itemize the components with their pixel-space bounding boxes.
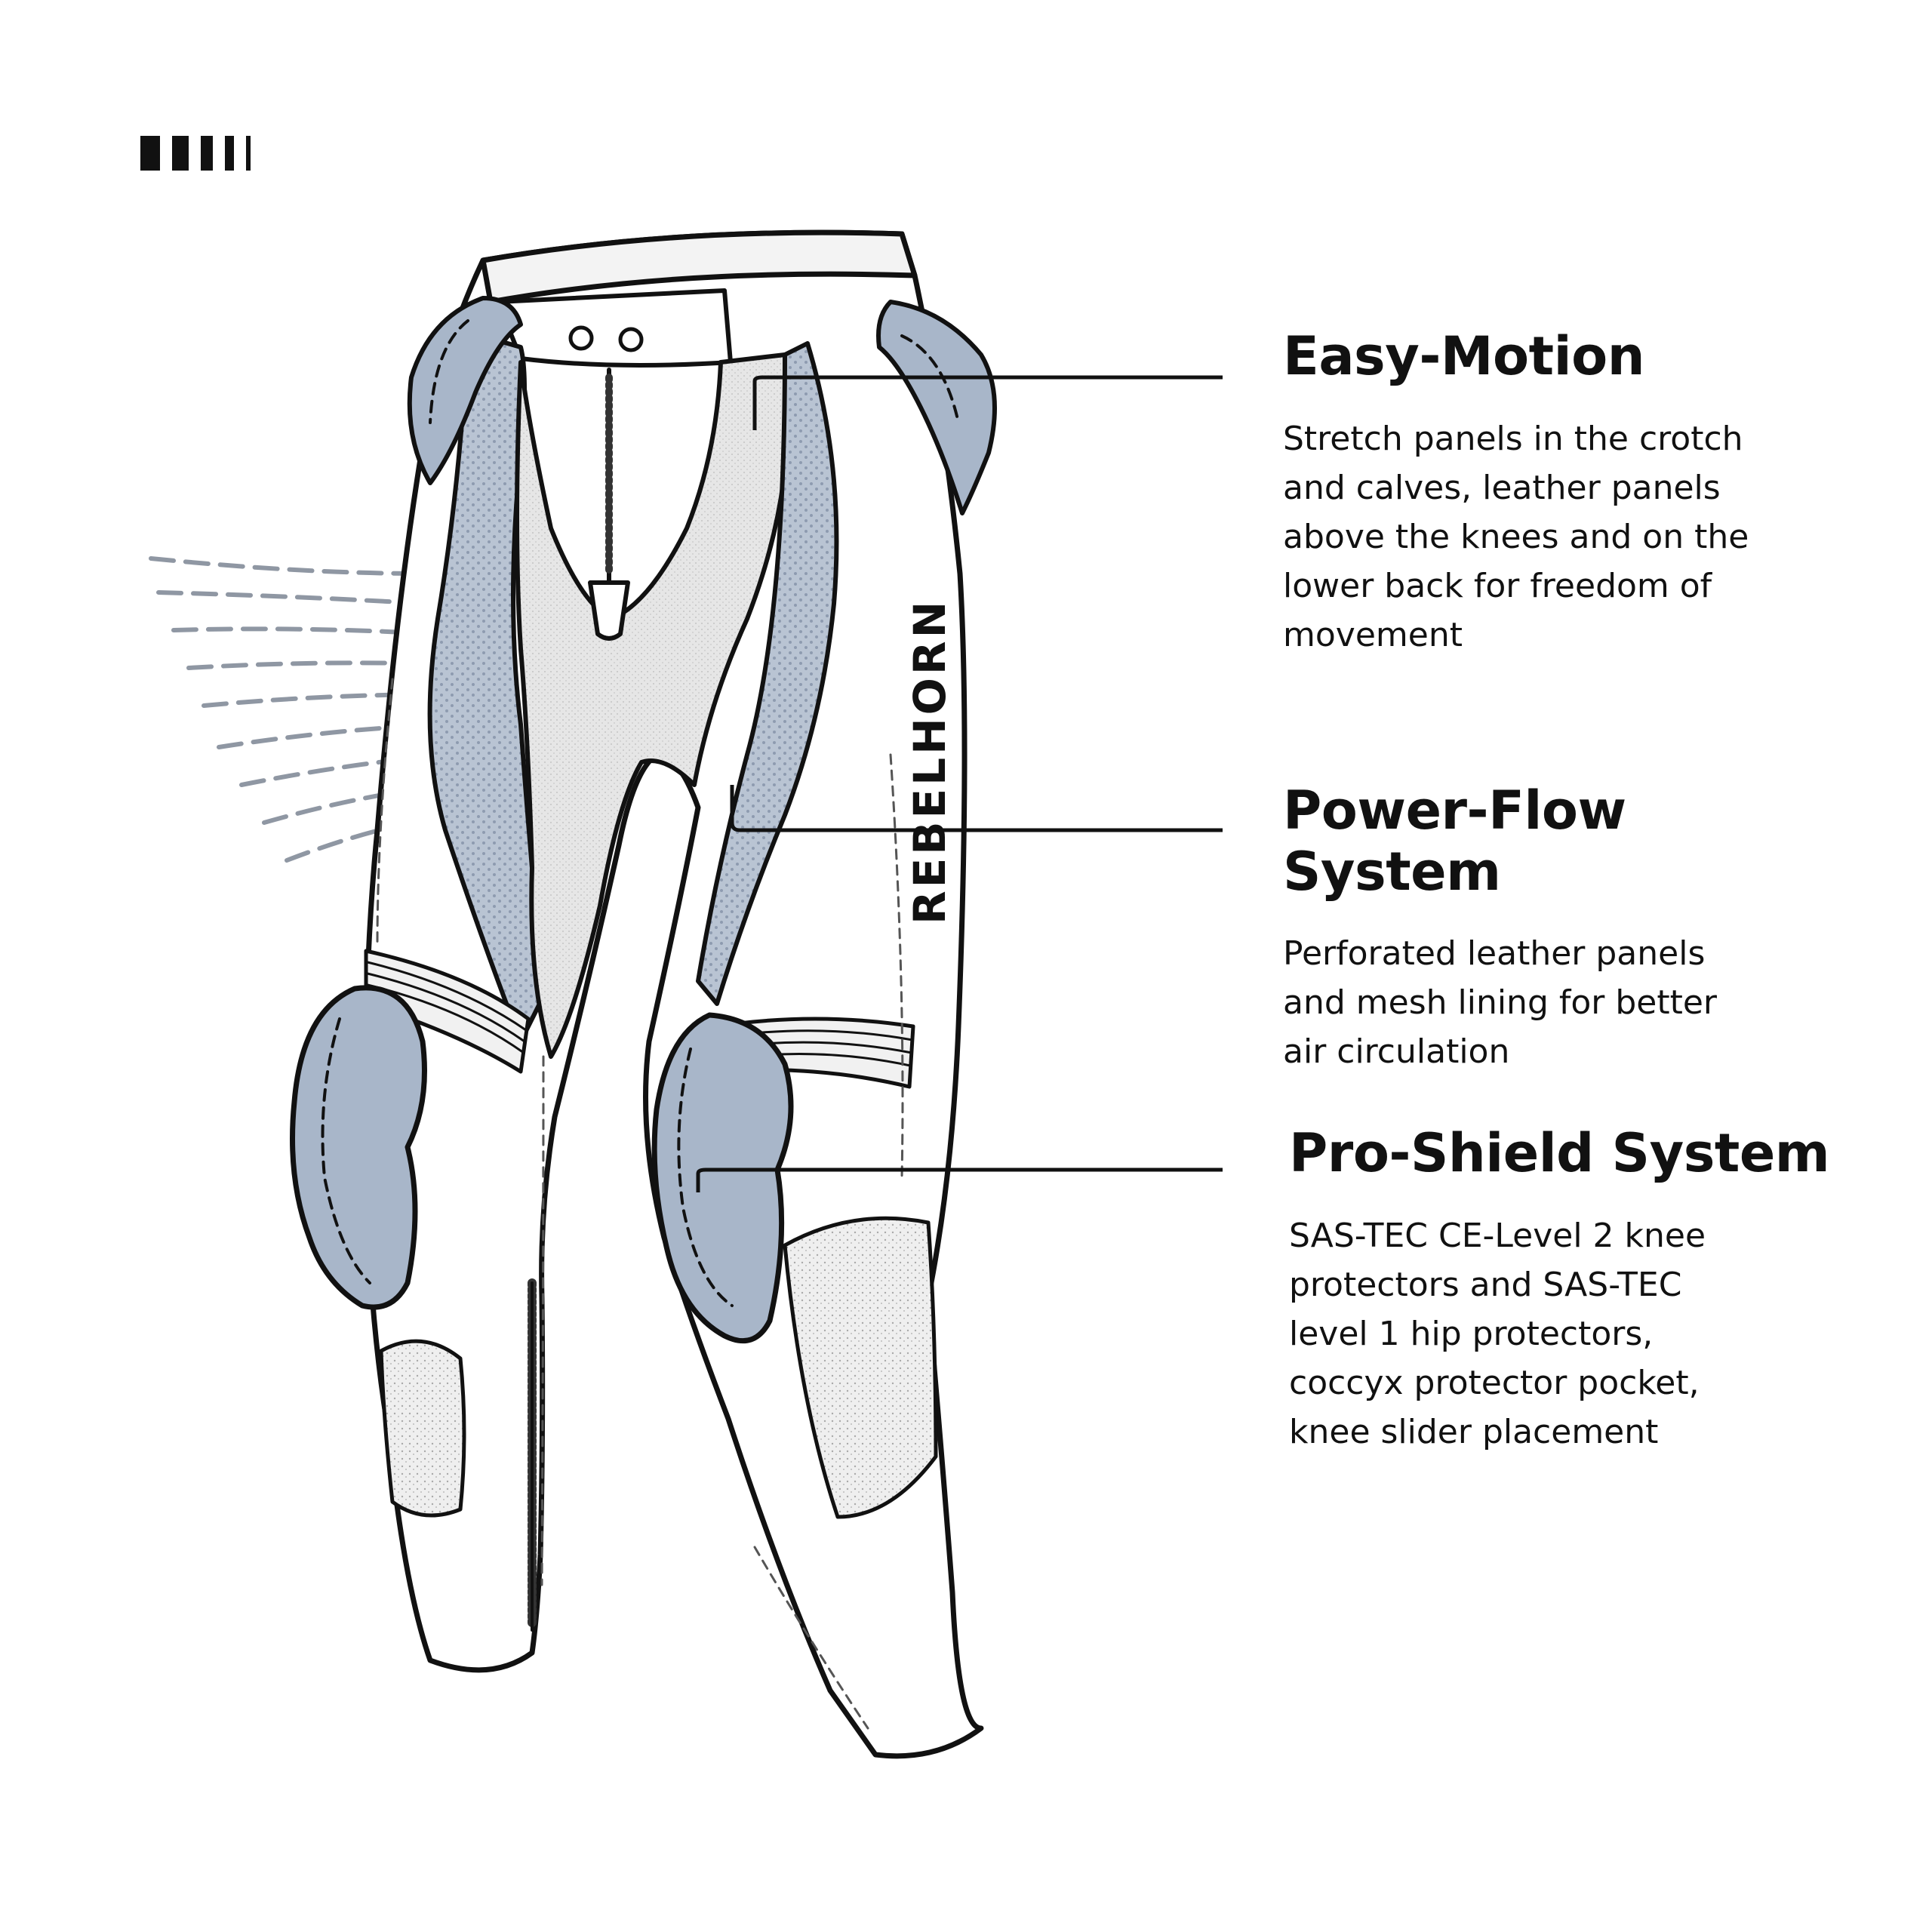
callout-power-flow-system: Power-Flow System Perforated leather pan… xyxy=(1283,780,1857,1076)
callout-title: Power-Flow System xyxy=(1283,780,1626,903)
hip-protector-left xyxy=(407,296,523,485)
zipper-pull xyxy=(588,580,630,641)
callout-title: Easy-Motion xyxy=(1283,325,1645,387)
snap-button-icon xyxy=(618,327,644,352)
hip-protector-right xyxy=(876,300,997,515)
knee-protector-left xyxy=(290,985,427,1310)
snap-button-icon xyxy=(568,325,594,351)
brand-mark-icon xyxy=(140,136,254,172)
brand-logo-text: REBELHORN xyxy=(904,598,955,924)
callout-text: Stretch panels in the crotch and calves,… xyxy=(1283,419,1749,654)
callout-pro-shield-system: Pro-Shield System SAS-TEC CE-Level 2 kne… xyxy=(1289,1123,1863,1457)
waistband xyxy=(480,229,918,305)
knee-protector-right xyxy=(651,1012,794,1344)
callout-easy-motion: Easy-Motion Stretch panels in the crotch… xyxy=(1283,326,1857,660)
perforated-panel-right xyxy=(696,341,839,1006)
grain-panel-left xyxy=(379,1339,466,1518)
leader-lines xyxy=(696,375,1223,1192)
grain-panel-right xyxy=(783,1216,938,1519)
callout-title: Pro-Shield System xyxy=(1289,1122,1830,1184)
callout-text: Perforated leather panels and mesh linin… xyxy=(1283,934,1718,1071)
callout-text: SAS-TEC CE-Level 2 knee protectors and S… xyxy=(1289,1216,1706,1451)
